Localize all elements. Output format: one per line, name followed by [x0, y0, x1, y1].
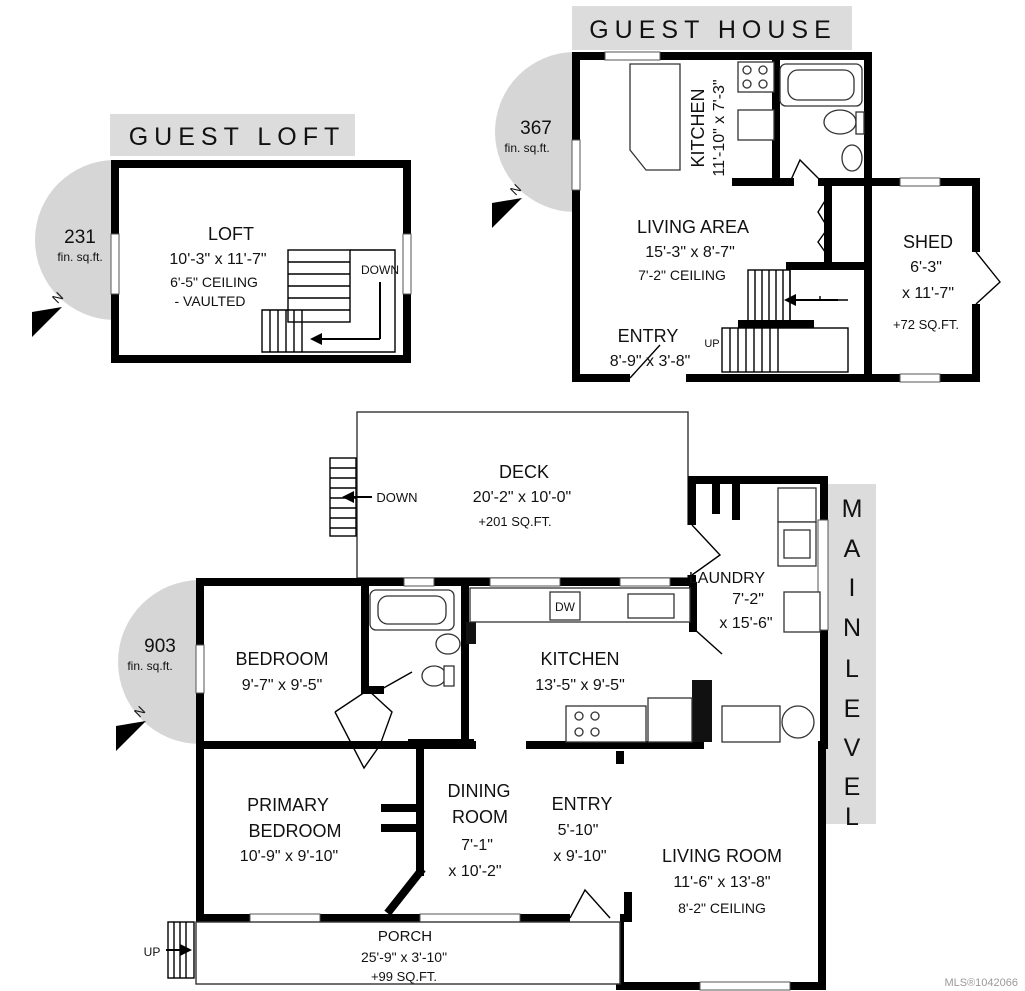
main-level-letter: V — [844, 734, 861, 762]
porch-name: PORCH — [378, 928, 432, 945]
primary-name-2: BEDROOM — [248, 821, 341, 841]
laundry-name: LAUNDRY — [689, 570, 766, 587]
guest-house-banner — [572, 6, 852, 50]
primary-dims: 10'-9" x 9'-10" — [240, 848, 338, 865]
shed-dims-1: 6'-3" — [910, 259, 942, 276]
kitchen-dims: 13'-5" x 9'-5" — [535, 677, 625, 694]
guest-loft-area: 231 — [64, 227, 96, 248]
guest-loft: GUEST LOFT 231 fin. sq.ft. N LOFT 10'-3"… — [32, 114, 412, 363]
deck-stair-label: DOWN — [376, 490, 417, 505]
main-level-letter: E — [844, 773, 861, 801]
porch-extra: +99 SQ.FT. — [371, 969, 437, 984]
gh-entry-name: ENTRY — [618, 326, 679, 346]
dining-name-1: DINING — [448, 781, 511, 801]
main-level-banner — [826, 484, 876, 824]
guest-loft-area-badge — [35, 160, 115, 320]
guest-loft-banner — [110, 114, 355, 156]
stair-arrow-icon — [180, 944, 192, 956]
main-level: M A I N L E V E L 903 fin. sq.ft. N DOWN… — [116, 411, 876, 991]
mls-watermark: MLS®1042066 — [944, 977, 1018, 989]
deck-extra: +201 SQ.FT. — [478, 514, 551, 529]
laundry-dims-1: 7'-2" — [732, 591, 764, 608]
gh-kitchen-dims: 11'-10" x 7'-3" — [711, 79, 728, 176]
north-arrow-icon — [492, 198, 522, 228]
porch-dims: 25'-9" x 3'-10" — [361, 949, 447, 965]
bedroom-name: BEDROOM — [235, 649, 328, 669]
loft-room-name: LOFT — [208, 224, 254, 244]
loft-ceiling-note: - VAULTED — [174, 293, 245, 309]
living-ceiling: 8'-2" CEILING — [678, 900, 766, 916]
guest-loft-area-unit: fin. sq.ft. — [57, 250, 102, 264]
dining-name-2: ROOM — [452, 807, 508, 827]
entry-name: ENTRY — [552, 794, 613, 814]
main-area-badge — [118, 580, 200, 744]
guest-house-area: 367 — [520, 118, 552, 139]
stair-arrow-icon — [310, 333, 322, 345]
dining-dims-1: 7'-1" — [461, 837, 493, 854]
loft-room-dims: 10'-3" x 11'-7" — [169, 251, 266, 268]
guest-house-area-unit: fin. sq.ft. — [504, 141, 549, 155]
living-dims: 11'-6" x 13'-8" — [673, 874, 770, 891]
porch — [195, 921, 621, 985]
guest-loft-banner-text: GUEST LOFT — [129, 123, 346, 151]
gh-entry-dims: 8'-9" x 3'-8" — [610, 353, 691, 370]
main-level-letter: L — [845, 803, 859, 831]
main-level-letter: N — [843, 614, 861, 642]
main-level-letter: E — [844, 695, 861, 723]
laundry-dims-2: x 15'-6" — [719, 615, 772, 632]
north-arrow-icon — [116, 721, 146, 751]
main-level-letter: A — [844, 535, 861, 563]
main-level-letter: M — [842, 495, 863, 523]
loft-ceiling: 6'-5" CEILING — [170, 274, 258, 290]
deck — [356, 411, 689, 579]
bedroom-dims: 9'-7" x 9'-5" — [242, 677, 323, 694]
guest-house-walls — [572, 52, 980, 382]
porch-stair-label: UP — [144, 945, 161, 959]
loft-stairs — [261, 249, 396, 353]
gh-living-dims: 15'-3" x 8'-7" — [645, 244, 735, 261]
deck-name: DECK — [499, 462, 549, 482]
north-arrow-icon — [32, 307, 62, 337]
entry-dims-1: 5'-10" — [558, 822, 599, 839]
shed-extra: +72 SQ.FT. — [893, 317, 959, 332]
main-area-unit: fin. sq.ft. — [127, 659, 172, 673]
guest-house: GUEST HOUSE 367 fin. sq.ft. N — [492, 6, 1001, 384]
dining-dims-2: x 10'-2" — [448, 863, 501, 880]
guest-house-area-badge — [495, 52, 575, 212]
stair-arrow-icon — [784, 294, 796, 306]
dishwasher-label: DW — [555, 600, 576, 614]
living-name: LIVING ROOM — [662, 846, 782, 866]
gh-living-ceiling: 7'-2" CEILING — [638, 267, 726, 283]
primary-name-1: PRIMARY — [247, 795, 329, 815]
kitchen-name: KITCHEN — [540, 649, 619, 669]
main-level-letter: L — [845, 655, 859, 683]
gh-kitchen-name: KITCHEN — [688, 88, 708, 167]
shed-name: SHED — [903, 232, 953, 252]
main-area: 903 — [144, 636, 176, 657]
gh-stair-label: UP — [704, 338, 719, 350]
shed-dims-2: x 11'-7" — [902, 285, 954, 302]
main-level-letter: I — [849, 574, 856, 602]
loft-stair-label: DOWN — [361, 263, 399, 277]
entry-dims-2: x 9'-10" — [553, 848, 606, 865]
deck-dims: 20'-2" x 10'-0" — [473, 489, 571, 506]
gh-living-name: LIVING AREA — [637, 217, 749, 237]
guest-house-banner-text: GUEST HOUSE — [589, 16, 837, 44]
stair-arrow-icon — [342, 491, 354, 503]
